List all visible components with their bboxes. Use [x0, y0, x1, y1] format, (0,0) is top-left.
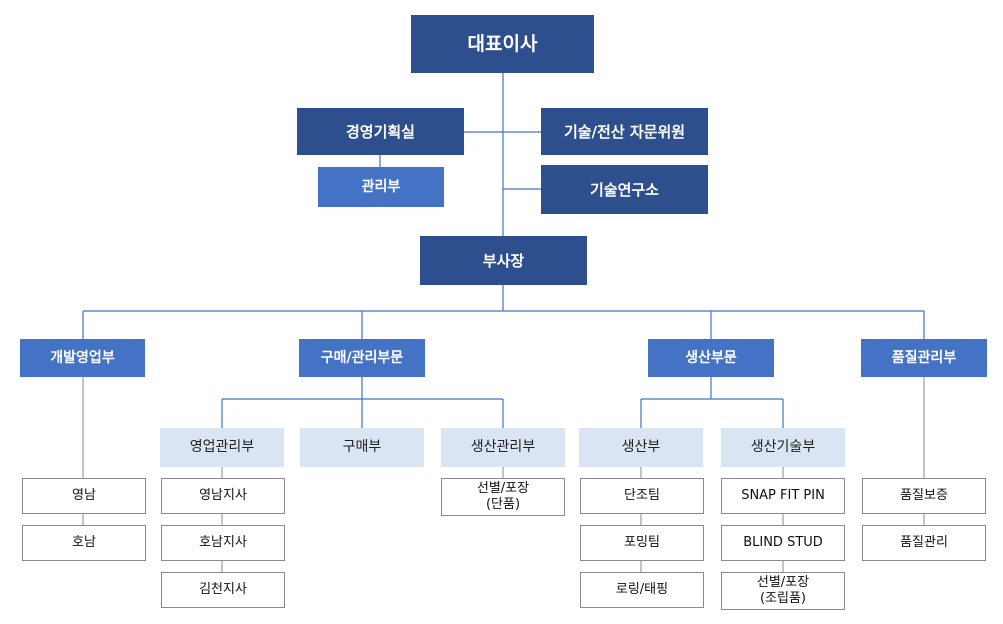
team-sales-admin: 영업관리부	[160, 428, 284, 467]
division-purchase-admin: 구매/관리부문	[299, 339, 425, 377]
unit-snap-fit-pin: SNAP FIT PIN	[721, 478, 845, 514]
unit-quality-assurance: 품질보증	[862, 478, 986, 514]
ceo-box: 대표이사	[411, 15, 594, 73]
advisory-box: 기술/전산 자문위원	[541, 108, 708, 155]
division-production: 생산부문	[648, 339, 774, 377]
division-dev-sales: 개발영업부	[20, 339, 145, 377]
team-purchase: 구매부	[300, 428, 424, 467]
unit-yeongnam-branch: 영남지사	[161, 478, 285, 514]
unit-rolling-tapping: 로링/태핑	[580, 572, 704, 608]
unit-honam: 호남	[22, 525, 146, 561]
unit-sort-pack-single: 선별/포장 (단품)	[441, 478, 565, 516]
admin-dept-box: 관리부	[318, 167, 444, 207]
division-quality: 품질관리부	[861, 339, 987, 377]
unit-gimcheon-branch: 김천지사	[161, 572, 285, 608]
team-production-admin: 생산관리부	[441, 428, 565, 467]
research-lab-box: 기술연구소	[541, 165, 708, 214]
unit-forming-team: 포밍팀	[580, 525, 704, 561]
unit-honam-branch: 호남지사	[161, 525, 285, 561]
team-production: 생산부	[579, 428, 703, 467]
unit-blind-stud: BLIND STUD	[721, 525, 845, 561]
unit-sort-pack-assembly: 선별/포장 (조립품)	[721, 572, 845, 610]
vice-president-box: 부사장	[420, 236, 587, 285]
unit-yeongnam: 영남	[22, 478, 146, 514]
team-production-tech: 생산기술부	[721, 428, 845, 467]
unit-quality-control: 품질관리	[862, 525, 986, 561]
unit-forging-team: 단조팀	[580, 478, 704, 514]
planning-office-box: 경영기획실	[297, 108, 464, 155]
